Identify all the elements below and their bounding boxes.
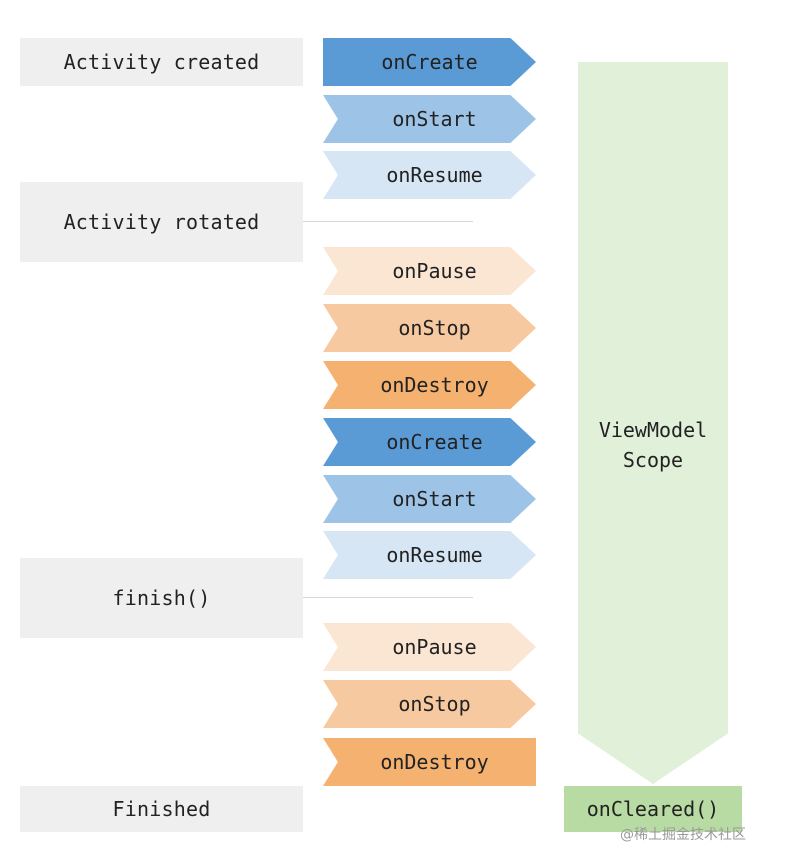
step-onpause: onPause [323, 247, 536, 295]
viewmodel-scope-label: ViewModel Scope [578, 415, 728, 475]
viewmodel-scope-arrow [578, 62, 728, 784]
step-oncreate: onCreate [323, 418, 536, 466]
watermark: @稀土掘金技术社区 [620, 827, 746, 843]
connector-rotated [303, 221, 473, 222]
step-ondestroy: onDestroy [323, 738, 536, 786]
step-oncreate: onCreate [323, 38, 536, 86]
step-onstop: onStop [323, 304, 536, 352]
step-onstop: onStop [323, 680, 536, 728]
scope-label-line1: ViewModel [598, 418, 708, 442]
scope-label-line2: Scope [622, 448, 684, 472]
event-finish: finish() [20, 558, 303, 638]
step-onpause: onPause [323, 623, 536, 671]
event-finished: Finished [20, 786, 303, 832]
step-ondestroy: onDestroy [323, 361, 536, 409]
connector-finish [303, 597, 473, 598]
event-activity-rotated: Activity rotated [20, 182, 303, 262]
event-activity-created: Activity created [20, 38, 303, 86]
step-onstart: onStart [323, 475, 536, 523]
step-onresume: onResume [323, 531, 536, 579]
step-onresume: onResume [323, 151, 536, 199]
step-onstart: onStart [323, 95, 536, 143]
oncleared-box: onCleared() [564, 786, 742, 832]
